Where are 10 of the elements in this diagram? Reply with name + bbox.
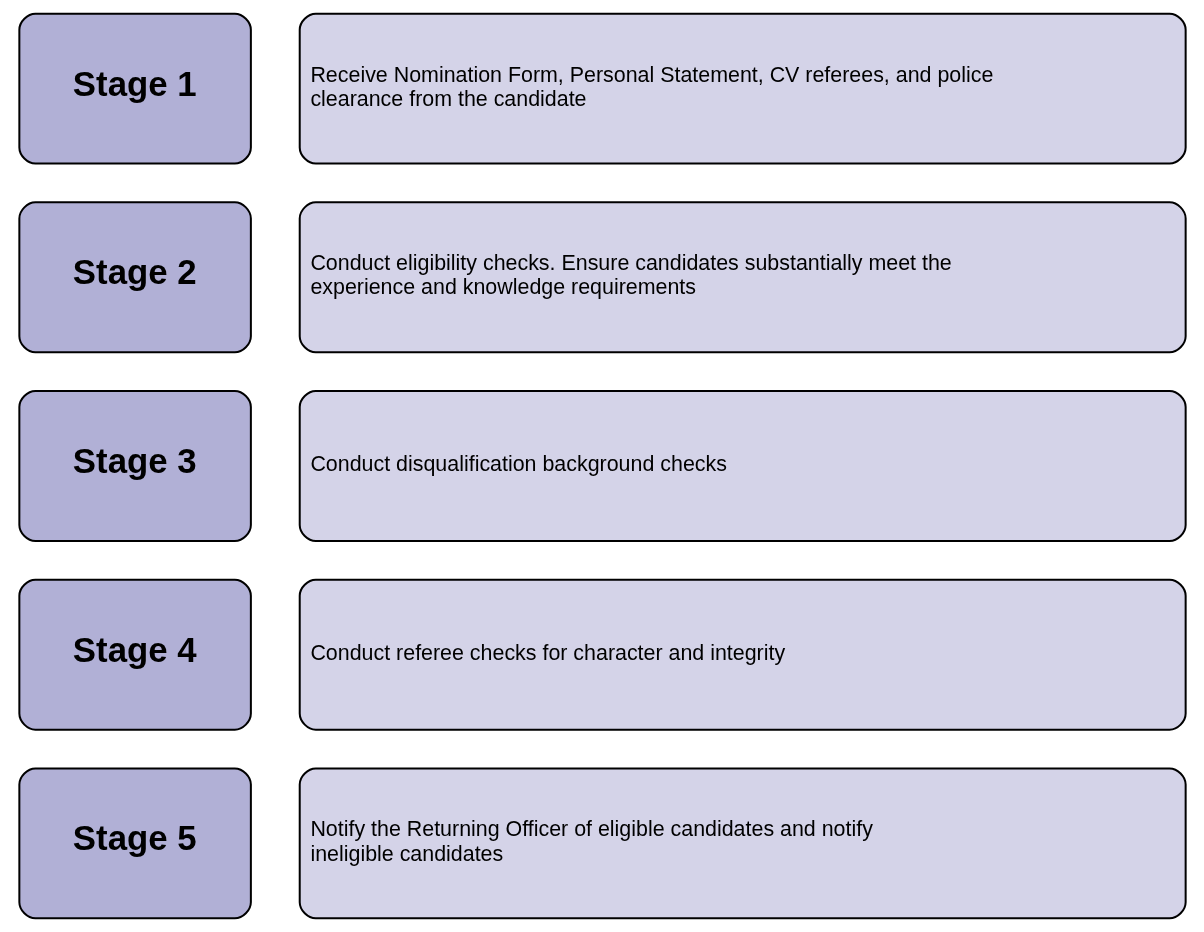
node-box: Stage 3 bbox=[17, 390, 252, 542]
node-box: Stage 4 bbox=[17, 578, 252, 731]
node-box: Stage 5 bbox=[17, 767, 252, 920]
node-box: Notify the Returning Officer of eligible candidates and notify ineligible candidates bbox=[298, 767, 1187, 920]
node-box: Conduct eligibility checks. Ensure candidates substantially meet the experience and knowledge requirements bbox=[298, 201, 1187, 354]
node-box: Conduct disqualification background checks bbox=[298, 390, 1187, 542]
node-box: Receive Nomination Form, Personal Statement, CV referees, and police clearance from the candidate bbox=[298, 12, 1187, 165]
node-box: Conduct referee checks for character and integrity bbox=[298, 578, 1187, 731]
node-box: Stage 2 bbox=[17, 201, 252, 354]
node-box: Stage 1 bbox=[17, 12, 252, 165]
